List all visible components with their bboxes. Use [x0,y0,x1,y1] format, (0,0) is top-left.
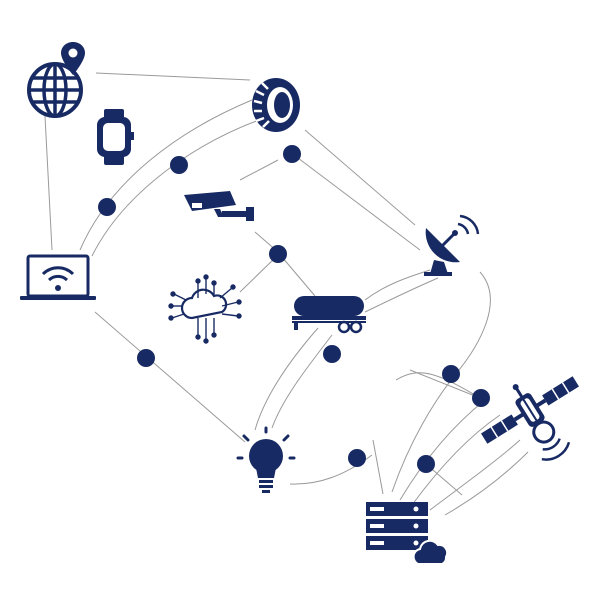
link-node-dish [297,157,421,251]
link-globe-tire [95,72,251,81]
link-truck-dish-b [364,277,439,313]
link-server-up [372,439,384,495]
link-truck-dish-a [364,269,431,301]
link-server-satellite-d [444,451,529,516]
link-laptop-bulb [94,311,246,443]
link-cloud-hub [239,254,279,293]
connection-dot [323,345,341,363]
connection-dot [283,145,301,163]
connection-dot [269,245,287,263]
satellite-icon [481,376,579,461]
security-camera-icon [184,191,254,221]
link-truck-bulb-a [254,327,319,431]
tanker-truck-icon [292,296,366,334]
link-mid-satellite-b [409,369,481,399]
light-bulb-icon [236,426,296,493]
link-tire-dish [304,129,416,226]
tire-icon [252,78,300,132]
connection-dot [170,156,188,174]
laptop-wifi-icon [20,254,96,300]
link-server-satellite-c [429,439,521,511]
link-camera-node [239,159,279,181]
connection-dot [417,455,435,473]
link-hub-truck [281,256,316,297]
link-mid-satellite-a [395,372,476,396]
connection-dots [98,145,490,473]
cloud-circuit-icon [168,274,242,344]
link-laptop-tire-a [79,99,253,251]
connection-dot [98,198,116,216]
globe-location-pin-icon [27,19,85,118]
connection-dot [442,365,460,383]
link-globe-laptop [44,115,53,251]
satellite-dish-icon [424,214,480,276]
link-server-satellite-b [411,414,501,506]
link-truck-bulb-b [271,334,333,429]
server-cloud-icon [366,502,449,565]
link-server-satellite-a [399,399,486,501]
link-laptop-tire-b [91,117,266,257]
connection-dot [137,349,155,367]
connection-dot [348,449,366,467]
connection-dot [472,389,490,407]
smartwatch-icon [97,109,134,165]
